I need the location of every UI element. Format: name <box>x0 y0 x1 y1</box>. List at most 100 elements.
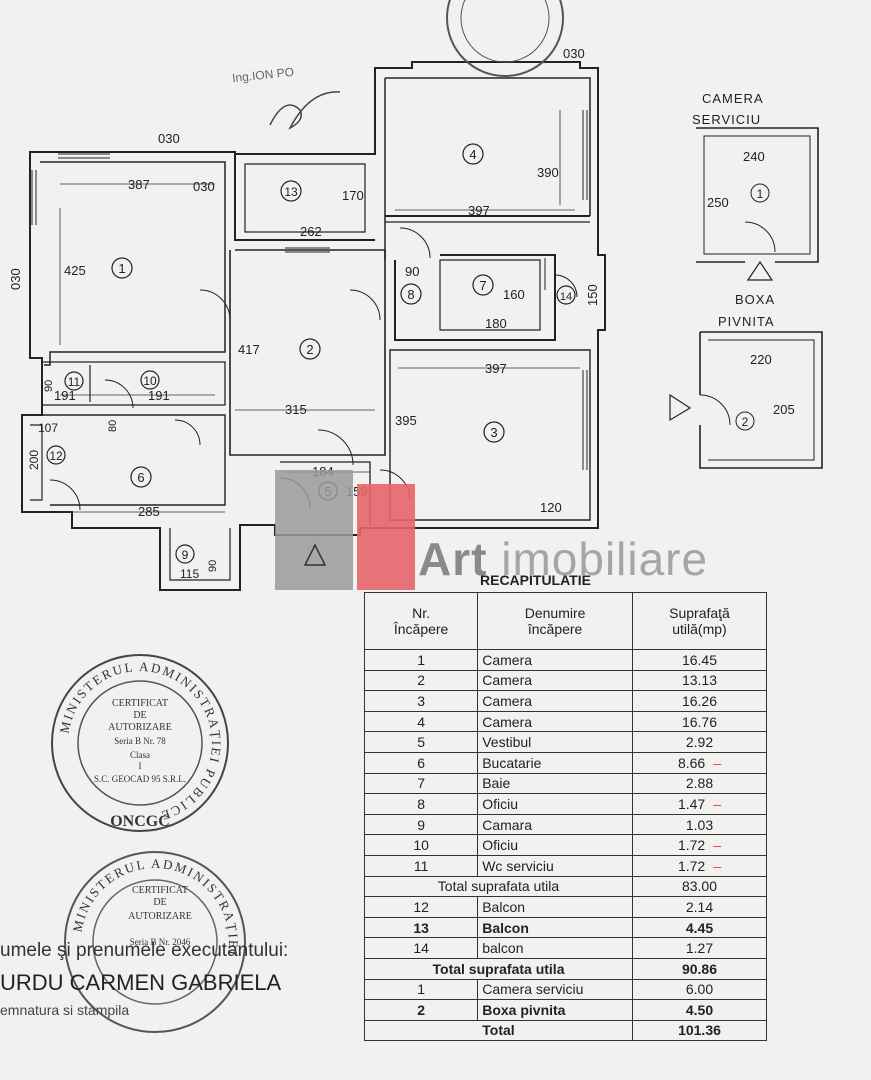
row-nr: 14 <box>363 937 479 959</box>
row-area: 1.03 <box>631 813 768 836</box>
row-nr: 6 <box>363 751 479 774</box>
stamp1-line: CERTIFICAT <box>112 698 168 709</box>
dim: 120 <box>540 500 562 515</box>
stamp2-line: Seria B Nr. 2046 <box>130 937 191 947</box>
service-room-width: 240 <box>743 149 765 164</box>
dim: 150 <box>585 284 600 306</box>
dim: 180 <box>485 316 507 331</box>
room-label-3: 3 <box>490 425 497 440</box>
room-label-11: 11 <box>68 375 81 389</box>
stamp1-line: I <box>139 761 142 771</box>
recap-title: RECAPITULATIE <box>480 572 591 588</box>
stamp1-line: DE <box>133 710 146 721</box>
executant-name: URDU CARMEN GABRIELA <box>0 970 282 995</box>
row-name: Camera <box>477 649 633 671</box>
row-nr: 2 <box>363 999 479 1021</box>
room-label-8: 8 <box>407 287 414 302</box>
dim: 80 <box>107 420 119 432</box>
grand-total-value: 101.36 <box>631 1019 768 1042</box>
stamp1-bottom: ONCGC <box>110 813 170 830</box>
row-area: 1.72– <box>631 854 768 877</box>
stamp2-line: AUTORIZARE <box>128 911 192 922</box>
dim: 90 <box>207 560 219 572</box>
total-util2-label: Total suprafata utila <box>364 957 633 980</box>
room-label-1: 1 <box>118 261 125 276</box>
dim: 425 <box>64 263 86 278</box>
row-area: 2.92 <box>631 731 768 753</box>
dim: 200 <box>27 450 41 470</box>
dim: 387 <box>128 177 150 192</box>
stamp1-line: S.C. GEOCAD 95 S.R.L. <box>94 774 186 784</box>
row-name: Balcon <box>477 896 633 918</box>
row-name: Camera <box>477 669 633 692</box>
row-area: 6.00 <box>631 978 768 1001</box>
basement-height: 205 <box>773 402 795 417</box>
row-nr: 1 <box>363 978 479 1001</box>
row-nr: 5 <box>363 731 479 753</box>
room-label-9: 9 <box>182 548 189 562</box>
dim: 030 <box>193 179 215 194</box>
room-label-12: 12 <box>49 449 63 463</box>
row-name: Camara <box>477 813 633 836</box>
watermark-logo <box>275 470 415 590</box>
basement-title: PIVNITA <box>718 314 775 329</box>
dim: 90 <box>43 380 55 392</box>
basement-plan: BOXA PIVNITA 2 220 205 <box>669 292 823 469</box>
service-room-plan: CAMERA SERVICIU 1 240 250 <box>692 91 819 281</box>
stamp2-line: CERTIFICAT <box>132 885 188 896</box>
room-label-6: 6 <box>137 470 144 485</box>
stamp2-line: DE <box>153 897 166 908</box>
row-nr: 4 <box>363 710 479 733</box>
row-name: Wc serviciu <box>477 854 633 877</box>
service-room-title: SERVICIU <box>692 112 761 127</box>
row-area: 4.50 <box>631 999 768 1021</box>
row-nr: 2 <box>363 669 479 692</box>
stamp-certificate: MINISTERUL ADMINISTRAȚIEI CERTIFICAT DE … <box>64 851 246 1033</box>
executant-label: umele şi prenumele executantului: <box>0 940 289 961</box>
watermark-brand-bold: Art <box>418 533 488 585</box>
watermark-brand-light: imobiliare <box>501 533 709 585</box>
row-nr: 3 <box>363 690 479 712</box>
room-label-2: 2 <box>306 342 313 357</box>
row-nr: 9 <box>363 813 479 836</box>
row-nr: 1 <box>363 649 479 671</box>
stamp-oncgc: MINISTERUL ADMINISTRAȚIEI PUBLICE ONCGC … <box>51 654 229 832</box>
dim: 285 <box>138 504 160 519</box>
dim: 390 <box>537 165 559 180</box>
total-util-value: 83.00 <box>631 875 768 898</box>
dim: 397 <box>468 203 490 218</box>
watermark-brand: Art imobiliare <box>418 532 708 586</box>
row-area: 8.66– <box>631 751 768 774</box>
recap-table: Nr. Încăpere Denumire încăpere Suprafaţă… <box>363 592 768 1042</box>
dim: 107 <box>38 421 58 435</box>
row-area: 1.47– <box>631 793 768 815</box>
recap-header-row: Nr. Încăpere Denumire încăpere Suprafaţă… <box>363 592 768 650</box>
row-name: Boxa pivnita <box>477 999 633 1021</box>
stamp1-line: AUTORIZARE <box>108 722 172 733</box>
row-area: 2.14 <box>631 896 768 918</box>
row-area: 1.72– <box>631 834 768 856</box>
row-nr: 13 <box>363 916 479 939</box>
col-header-area: Suprafaţă utilă(mp) <box>631 592 768 650</box>
dim: 90 <box>405 264 419 279</box>
dimension-labels: 030 387 030 425 030 170 262 397 390 030 … <box>8 46 600 581</box>
red-mark: – <box>713 837 722 854</box>
row-name: Oficiu <box>477 793 633 815</box>
red-mark: – <box>713 857 722 874</box>
grand-total-row: Total 101.36 <box>364 1019 768 1042</box>
stamp1-line: Seria B Nr. 78 <box>114 736 166 746</box>
total-util2-value: 90.86 <box>631 957 768 980</box>
basement-width: 220 <box>750 352 772 367</box>
row-name: Oficiu <box>477 834 633 856</box>
dim: 115 <box>180 567 199 581</box>
